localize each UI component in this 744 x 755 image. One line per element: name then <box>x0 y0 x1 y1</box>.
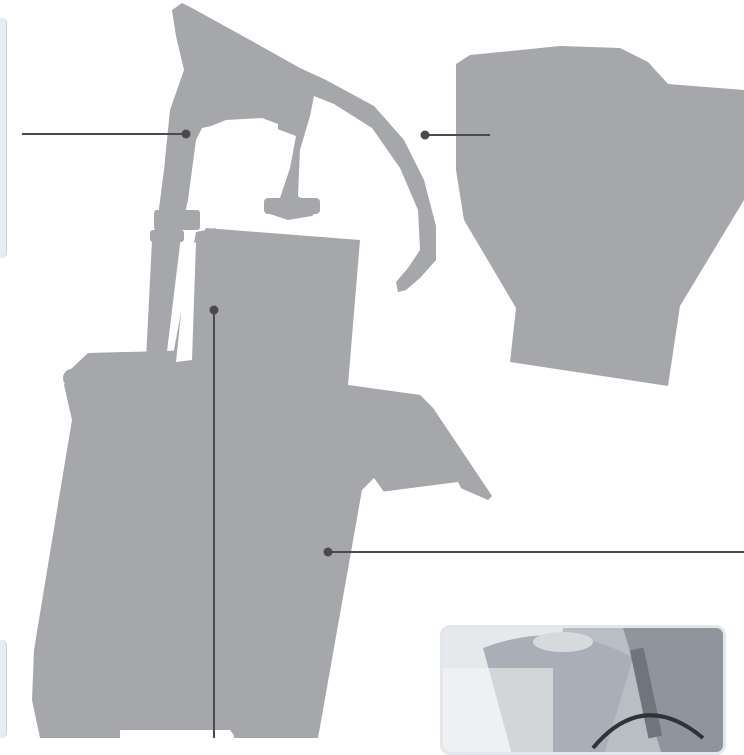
foot-left <box>86 728 120 738</box>
photo-illustration <box>443 628 726 755</box>
callout-dot-feed-tube <box>210 306 219 315</box>
feed-hopper-detail <box>456 46 744 386</box>
collar-left <box>154 210 200 230</box>
machine-interior-photo <box>440 625 726 755</box>
side-knob <box>63 369 81 387</box>
callout-dot-body <box>324 548 333 557</box>
callout-dot-lever <box>182 130 191 139</box>
callout-dot-hopper <box>421 131 430 140</box>
collar-right <box>264 198 320 214</box>
machine-silhouette <box>32 3 492 738</box>
motor-body <box>32 228 492 738</box>
foot-right <box>234 728 268 738</box>
collar-left-lower <box>150 230 184 242</box>
